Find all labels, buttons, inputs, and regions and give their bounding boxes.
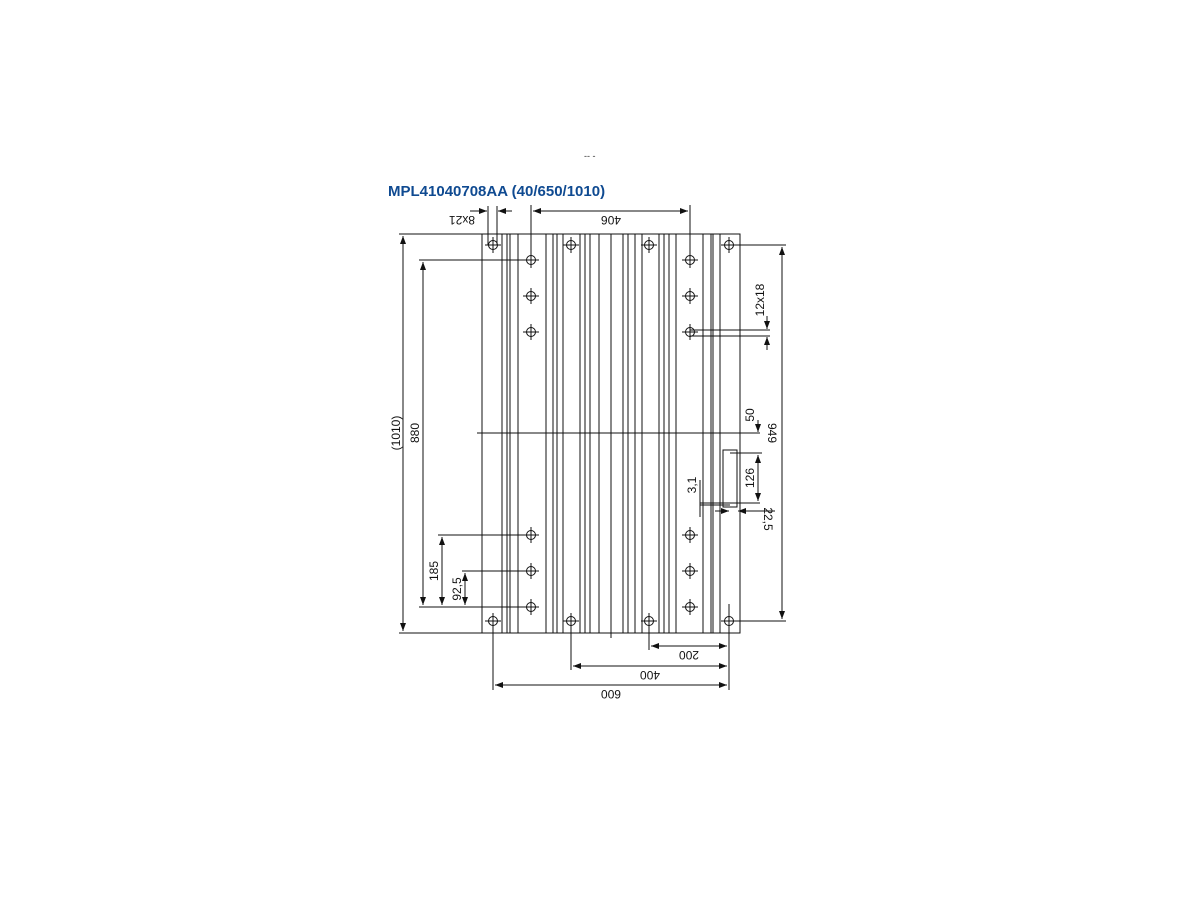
mounting-hole [523, 288, 539, 304]
dim-1010: (1010) [389, 416, 403, 451]
dim-92-5: 92,5 [450, 577, 464, 601]
dim-8x21: 8x21 [449, 213, 475, 227]
dim-600: 600 [601, 687, 621, 701]
mounting-hole [682, 563, 698, 579]
mounting-hole [682, 324, 698, 340]
mounting-hole [563, 237, 579, 253]
mounting-hole [682, 527, 698, 543]
mounting-hole [682, 599, 698, 615]
dimension-lines [399, 205, 786, 690]
dim-185: 185 [427, 561, 441, 581]
mounting-hole [641, 237, 657, 253]
dimension-labels: (1010) 880 185 92,5 406 8x21 12x18 949 5… [389, 213, 779, 701]
dim-3-1: 3,1 [685, 476, 699, 493]
dim-12x18: 12x18 [753, 283, 767, 316]
dim-880: 880 [408, 423, 422, 443]
drawing-title: MPL41040708AA (40/650/1010) [388, 183, 606, 200]
dim-200: 200 [679, 648, 699, 662]
dim-126: 126 [743, 468, 757, 488]
cutout [722, 449, 738, 508]
dim-50: 50 [743, 408, 757, 422]
dim-400: 400 [640, 668, 660, 682]
mounting-hole [485, 237, 501, 253]
dim-406: 406 [601, 213, 621, 227]
mounting-hole [682, 288, 698, 304]
dim-22-5: 22,5 [761, 507, 775, 531]
header-mark: -- - [584, 151, 596, 161]
mounting-hole [523, 324, 539, 340]
dim-949: 949 [765, 423, 779, 443]
